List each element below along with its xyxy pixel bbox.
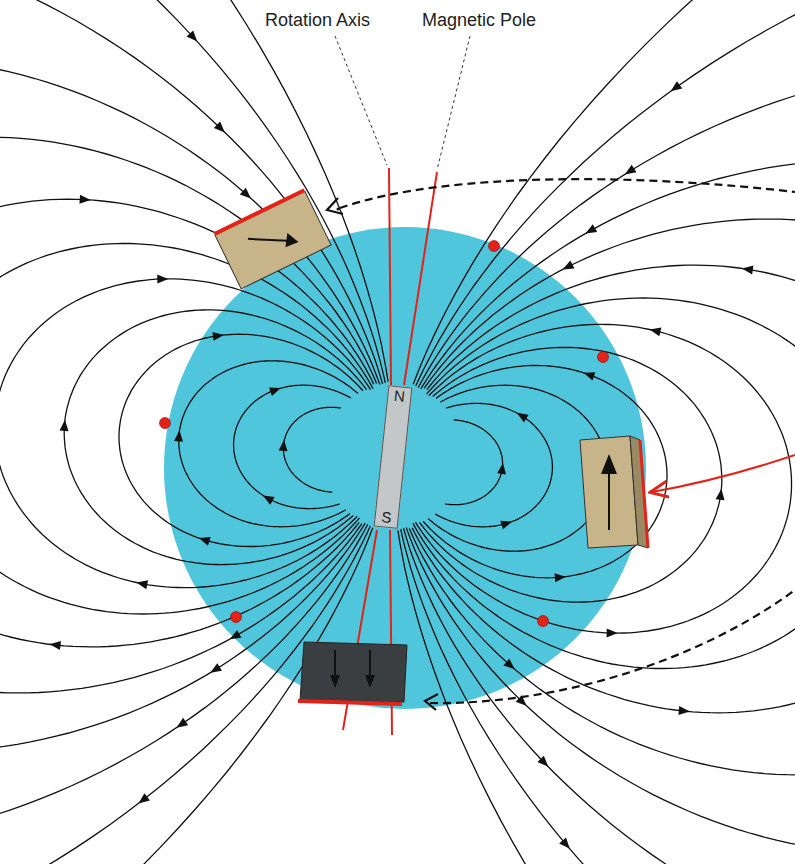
field-line: [179, 361, 358, 527]
field-arrow: [559, 838, 570, 849]
field-line: [412, 265, 795, 713]
field-arrow: [503, 659, 514, 670]
field-arrow: [584, 372, 596, 380]
field-arrow: [157, 275, 168, 284]
field-line: [409, 219, 795, 775]
field-line: [0, 244, 373, 615]
field-arrow: [138, 793, 149, 803]
leader: [335, 36, 387, 165]
field-arrow: [585, 224, 597, 233]
field-arrow: [240, 188, 251, 199]
field-line: [445, 420, 503, 505]
field-line: [0, 137, 377, 693]
field-line: [406, 160, 795, 855]
field-line: [0, 199, 374, 647]
field-line: [416, 324, 792, 633]
chevron: [327, 198, 343, 214]
field-line: [64, 310, 366, 565]
field-arrow: [537, 756, 548, 767]
rock-sample: [580, 436, 648, 548]
leader: [437, 36, 470, 170]
field-arrow: [230, 630, 242, 639]
field-line: [0, 0, 388, 864]
field-line: [398, 0, 795, 864]
field-arrow: [497, 463, 506, 474]
axis-label: Rotation Axis: [263, 10, 372, 31]
rock-sample: [214, 190, 331, 289]
field-arrow: [625, 165, 637, 175]
red-arrow: [652, 455, 795, 492]
sample-sites: [160, 241, 609, 627]
field-line: [428, 385, 607, 551]
field-arrow: [136, 580, 148, 589]
field-arrow: [79, 195, 90, 204]
field-arrow: [174, 430, 183, 441]
axis-label: Magnetic Pole: [420, 10, 538, 31]
field-arrow: [517, 413, 529, 423]
field-arrow: [50, 641, 61, 650]
dashed-path: [430, 590, 795, 703]
field-arrow: [212, 332, 223, 341]
field-arrow: [554, 573, 565, 582]
field-line: [0, 0, 385, 864]
field-line: [435, 403, 552, 527]
field-arrow: [742, 266, 754, 275]
field-arrow: [187, 30, 198, 41]
field-arrows: [50, 30, 754, 848]
field-arrow: [214, 121, 225, 132]
field-arrow: [263, 495, 275, 504]
field-line: [234, 385, 351, 509]
field-arrow: [563, 260, 575, 269]
field-line: [420, 347, 722, 602]
field-arrow: [500, 521, 512, 530]
pole-letter: S: [381, 508, 393, 527]
field-arrow: [210, 663, 222, 673]
field-arrow: [199, 537, 211, 546]
field-arrow: [607, 629, 618, 638]
field-line: [423, 366, 667, 578]
field-line: [119, 334, 363, 546]
rock-sample: [298, 642, 407, 704]
chevron: [425, 694, 438, 710]
field-arrow: [269, 387, 281, 395]
field-arrow: [60, 420, 69, 431]
earth: [164, 227, 646, 709]
field-arrow: [176, 718, 188, 728]
pole-letter: N: [393, 387, 406, 406]
field-arrow: [678, 706, 689, 715]
field-line: [0, 279, 371, 588]
field-line: [413, 298, 795, 669]
field-arrow: [650, 328, 662, 337]
field-arrow: [279, 440, 288, 451]
dashed-path: [340, 179, 795, 208]
field-line: [403, 61, 795, 864]
field-arrow: [671, 81, 683, 91]
field-line: [0, 0, 383, 851]
field-line: [283, 407, 341, 492]
field-arrow: [716, 489, 725, 500]
